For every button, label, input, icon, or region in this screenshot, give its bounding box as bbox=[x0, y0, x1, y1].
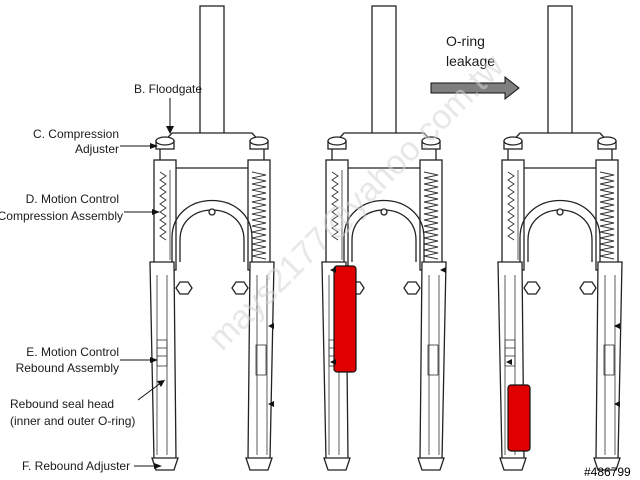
label-rebound-assembly-2: Rebound Assembly bbox=[16, 361, 119, 375]
label-seal-head-1: Rebound seal head bbox=[10, 397, 114, 411]
label-compression-adjuster-2: Adjuster bbox=[75, 142, 119, 156]
detail-arrows bbox=[268, 267, 620, 407]
fork-reference bbox=[149, 5, 275, 471]
reference-id: #486799 bbox=[584, 465, 631, 479]
leader-lines bbox=[120, 98, 174, 469]
oil-leak-region-middle bbox=[333, 265, 357, 373]
label-floodgate: B. Floodgate bbox=[134, 82, 202, 96]
label-rebound-assembly-1: E. Motion Control bbox=[26, 345, 119, 359]
label-seal-head-2: (inner and outer O-ring) bbox=[10, 414, 135, 428]
label-compression-adjuster-1: C. Compression bbox=[33, 127, 119, 141]
label-compression-assembly-2: Compression Assembly bbox=[0, 209, 123, 223]
label-rebound-adjuster: F. Rebound Adjuster bbox=[22, 459, 130, 473]
leakage-label-line1: O-ring bbox=[446, 33, 485, 49]
oil-leak-region-right bbox=[507, 384, 531, 452]
leakage-label-line2: leakage bbox=[446, 53, 495, 69]
label-compression-assembly-1: D. Motion Control bbox=[26, 192, 119, 206]
leakage-arrow bbox=[430, 75, 520, 101]
